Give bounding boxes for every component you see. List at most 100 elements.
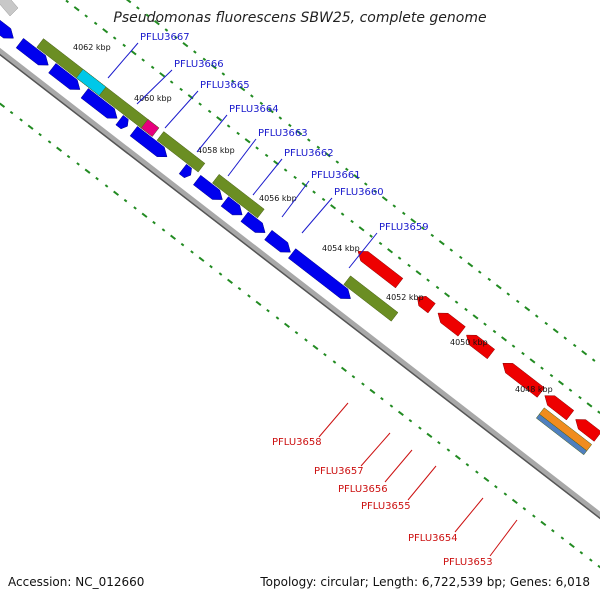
tick-mark: [296, 130, 303, 136]
tick-mark: [236, 131, 240, 136]
gene-label-forward[interactable]: PFLU3659: [379, 222, 429, 233]
tick-mark: [312, 190, 316, 194]
tick-mark: [239, 86, 246, 92]
tick-mark: [244, 138, 251, 144]
gene-label-forward[interactable]: PFLU3667: [140, 32, 190, 43]
tick-mark: [522, 507, 527, 511]
gene-label-forward[interactable]: PFLU3665: [200, 80, 250, 91]
gene-label-forward[interactable]: PFLU3663: [258, 128, 308, 139]
forward-gene-arrow: [287, 248, 351, 299]
forward-strand-genes: [0, 19, 351, 299]
tick-mark: [221, 72, 226, 76]
reverse-gene-arrow: [502, 362, 545, 398]
gene-label-reverse[interactable]: PFLU3655: [361, 501, 411, 512]
kbp-label: 4048 kbp: [515, 385, 553, 394]
tick-mark: [226, 124, 231, 128]
tick-mark: [581, 350, 588, 356]
tick-mark: [540, 366, 544, 370]
tick-mark: [231, 79, 235, 84]
gene-label-reverse[interactable]: PFLU3658: [272, 437, 322, 448]
feature-bar: [212, 173, 265, 219]
tick-mark: [529, 358, 536, 364]
tick-mark: [153, 20, 160, 26]
tick-mark: [591, 358, 596, 362]
tick-mark: [179, 87, 183, 92]
tick-mark: [130, 50, 137, 56]
tick-mark: [430, 233, 435, 238]
tick-mark: [410, 218, 417, 224]
tick-mark: [418, 426, 422, 430]
tick-mark: [351, 374, 356, 379]
gene-label-reverse[interactable]: PFLU3656: [338, 484, 388, 495]
gene-label-reverse[interactable]: PFLU3653: [443, 557, 493, 568]
tick-mark: [521, 351, 525, 356]
gene-label-forward[interactable]: PFLU3662: [284, 148, 334, 159]
label-leader: [281, 180, 310, 218]
tick-mark: [444, 292, 451, 298]
tick-mark: [544, 321, 549, 326]
reverse-gene-arrow: [437, 312, 466, 337]
tick-mark: [136, 6, 140, 10]
tick-mark: [597, 564, 600, 569]
tick-mark: [0, 102, 6, 108]
tick-mark: [76, 162, 80, 166]
tick-mark: [501, 336, 507, 342]
tick-mark: [534, 314, 539, 318]
tick-mark: [340, 212, 345, 216]
tick-mark: [373, 189, 378, 194]
tick-mark: [449, 248, 454, 252]
tick-mark: [161, 228, 166, 232]
kbp-label: 4056 kbp: [259, 194, 297, 203]
tick-mark: [369, 388, 376, 394]
tick-mark: [586, 402, 593, 408]
forward-gene-arrow: [264, 229, 291, 253]
feature-bar: [156, 131, 206, 173]
gene-label-forward[interactable]: PFLU3666: [174, 59, 224, 70]
tick-mark: [174, 35, 178, 40]
tick-mark: [483, 322, 487, 326]
reverse-gene-arrow: [417, 296, 436, 314]
tick-mark: [145, 13, 150, 18]
tick-mark: [438, 240, 445, 246]
gene-label-forward[interactable]: PFLU3664: [229, 104, 279, 115]
tick-mark: [380, 396, 384, 401]
tick-mark: [494, 485, 498, 489]
tick-mark: [426, 432, 433, 439]
tick-mark: [307, 138, 311, 142]
tick-mark: [288, 123, 292, 128]
gene-label-forward[interactable]: PFLU3660: [334, 187, 384, 198]
tick-mark: [190, 250, 194, 254]
tick-mark: [250, 94, 254, 98]
forward-gene-arrow: [178, 163, 192, 179]
gene-label-forward[interactable]: PFLU3661: [311, 170, 361, 181]
tick-mark: [506, 292, 511, 296]
kbp-label: 4058 kbp: [197, 146, 235, 155]
tick-mark: [47, 140, 52, 144]
tick-mark: [458, 255, 463, 260]
tick-mark: [150, 65, 155, 70]
tick-mark: [350, 219, 354, 224]
tick-mark: [323, 352, 327, 357]
tick-mark: [112, 36, 117, 40]
tick-mark: [19, 118, 23, 122]
tick-mark: [568, 388, 573, 392]
label-leader: [407, 465, 437, 501]
tick-mark: [180, 242, 185, 247]
tick-mark: [38, 132, 42, 137]
tick-mark: [572, 343, 577, 348]
tick-mark: [170, 234, 177, 240]
tick-mark: [95, 176, 99, 181]
gene-label-reverse[interactable]: PFLU3657: [314, 466, 364, 477]
tick-mark: [503, 492, 508, 496]
tick-mark: [345, 167, 349, 172]
reverse-gene-labels: PFLU3658PFLU3657PFLU3656PFLU3655PFLU3654…: [272, 402, 518, 568]
kbp-label: 4062 kbp: [73, 43, 111, 52]
grey-feature: [0, 0, 19, 17]
kbp-label: 4060 kbp: [134, 94, 172, 103]
gene-label-reverse[interactable]: PFLU3654: [408, 533, 458, 544]
tick-mark: [378, 241, 383, 246]
label-leader: [301, 197, 333, 234]
cyan-feature: [75, 68, 107, 96]
tick-mark: [104, 184, 109, 188]
